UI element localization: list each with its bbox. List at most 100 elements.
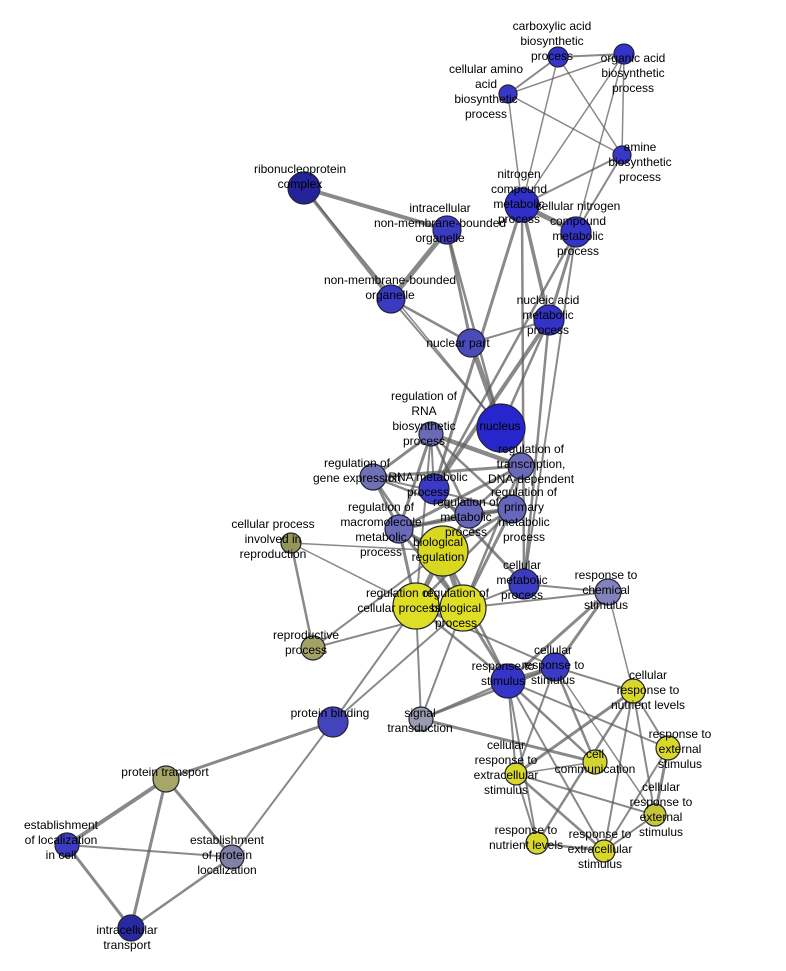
graph-edge-amino--amine xyxy=(507,93,623,156)
graph-node-amine[interactable]: amine biosynthetic process xyxy=(612,145,632,165)
graph-edge-nucleic--rna_met xyxy=(432,318,551,491)
graph-edge-cell_comm--cell_resp_extracell xyxy=(515,761,596,775)
graph-node-resp_extracell[interactable]: response to extracellular stimulus xyxy=(592,839,616,863)
graph-node-ribo[interactable]: ribonucleoprotein complex xyxy=(287,171,321,205)
graph-edge-est_loc--intra_transport xyxy=(65,843,133,930)
graph-edge-resp_ext--resp_extracell xyxy=(603,747,669,852)
graph-edge-reg_rna--reg_trans xyxy=(428,431,524,469)
graph-node-carbox[interactable]: carboxylic acid biosynthetic process xyxy=(547,46,569,68)
graph-edge-signal--cell_resp xyxy=(419,665,557,721)
graph-edge-chem--cell_resp_nutrient xyxy=(607,591,634,692)
graph-node-nitrogen[interactable]: nitrogen compound metabolic process xyxy=(504,187,540,223)
graph-edge-cell_resp--chem xyxy=(553,590,610,669)
node-label-amino: process xyxy=(465,107,507,121)
graph-edge-reg_met--reg_rna xyxy=(429,432,471,516)
graph-edge-est_loc--est_prot xyxy=(66,844,233,858)
graph-node-reg_trans[interactable]: regulation of transcription, DNA-depende… xyxy=(507,452,535,480)
graph-node-cell_resp[interactable]: cellular response to stimulus xyxy=(540,652,570,682)
node-label-amine: process xyxy=(619,170,661,184)
graph-edge-amino--nitrogen xyxy=(507,93,523,206)
node-label-intra_nmb: intracellular xyxy=(409,201,470,215)
graph-node-est_prot[interactable]: establishment of protein localization xyxy=(219,844,245,870)
graph-node-reg_rna[interactable]: regulation of RNA biosynthetic process xyxy=(418,421,444,447)
graph-node-resp_ext[interactable]: response to external stimulus xyxy=(655,735,681,761)
graph-node-reg_cell[interactable]: regulation of cellular process xyxy=(392,582,440,630)
graph-edge-cell_resp--cell_resp_ext xyxy=(554,666,656,816)
graph-edge-cell_resp_nutrient--cell_resp_extracell xyxy=(514,689,635,776)
graph-node-nmb[interactable]: non-membrane-bounded organelle xyxy=(376,284,406,314)
edges-layer xyxy=(65,53,670,930)
graph-node-cell_comm[interactable]: cell communication xyxy=(582,749,608,775)
graph-node-nucleus[interactable]: nucleus xyxy=(476,403,526,453)
graph-node-reg_macro[interactable]: regulation of macromolecule metabolic pr… xyxy=(384,514,414,544)
graph-node-resp_nutrient[interactable]: response to nutrient levels xyxy=(525,831,549,855)
graph-edge-reg_rna--reg_primary xyxy=(429,432,514,511)
graph-edge-reg_rna--reg_cell xyxy=(415,433,432,607)
graph-edge-cell_nitrogen--rna_met xyxy=(432,230,578,491)
graph-node-reg_gene[interactable]: regulation of gene expression xyxy=(359,463,387,491)
node-label-carbox: carboxylic acid xyxy=(513,19,592,33)
graph-edge-resp_stim--chem xyxy=(506,590,610,683)
graph-edge-reg_rna--reg_macro xyxy=(397,432,433,531)
graph-node-reg_bio[interactable]: regulation of biological process xyxy=(439,584,487,632)
graph-edge-prot_bind--reg_cell xyxy=(332,605,417,723)
graph-node-intra_nmb[interactable]: intracellular non-membrane-bounded organ… xyxy=(432,215,462,245)
graph-node-cell_resp_extracell[interactable]: cellular response to extracellular stimu… xyxy=(504,762,528,786)
graph-node-prot_transport[interactable]: protein transport xyxy=(152,765,180,793)
graph-edge-nmb--nuclear_part xyxy=(389,297,473,345)
graph-edge-cell_resp_extracell--resp_nutrient xyxy=(515,773,538,844)
graph-edge-cell_nitrogen--cell_met xyxy=(523,231,577,585)
node-label-organic: process xyxy=(612,81,654,95)
graph-node-chem[interactable]: response to chemical stimulus xyxy=(594,578,622,606)
graph-edge-prot_transport--est_prot xyxy=(164,777,234,859)
graph-edge-chem--reg_bio xyxy=(462,591,609,609)
graph-node-est_loc[interactable]: establishment of localization in cell xyxy=(54,832,80,858)
graph-node-cell_met[interactable]: cellular metabolic process xyxy=(508,568,540,600)
graph-edge-cell_resp_extracell--cell_resp_ext xyxy=(515,773,656,816)
graph-node-amino[interactable]: cellular amino acid biosynthetic process xyxy=(498,84,518,104)
graph-node-resp_stim[interactable]: response to stimulus xyxy=(490,663,526,699)
graph-node-prot_bind[interactable]: protein binding xyxy=(317,706,349,738)
graph-node-bio_reg[interactable]: biological regulation xyxy=(417,525,469,577)
graph-edge-carbox--nitrogen xyxy=(521,56,559,206)
graph-node-reg_primary[interactable]: regulation of primary metabolic process xyxy=(497,494,527,524)
graph-edge-organic--amino xyxy=(507,53,625,95)
graph-node-cell_resp_nutrient[interactable]: cellular response to nutrient levels xyxy=(620,678,646,704)
graph-edge-cell_resp--reg_cell xyxy=(415,605,556,668)
graph-node-organic[interactable]: organic acid biosynthetic process xyxy=(613,43,635,65)
graph-edge-ribo--nucleus xyxy=(303,187,502,429)
graph-edge-carbox--organic xyxy=(557,53,625,58)
graph-edge-amine--nitrogen xyxy=(521,154,623,206)
node-label-carbox: biosynthetic xyxy=(520,34,583,48)
graph-edge-reg_trans--reg_bio xyxy=(461,464,523,610)
graph-node-cell_resp_ext[interactable]: cellular response to external stimulus xyxy=(643,803,667,827)
graph-edge-resp_stim--resp_extracell xyxy=(507,680,605,852)
graph-edge-repro--reg_bio xyxy=(312,607,464,649)
graph-edge-ribo--intra_nmb xyxy=(302,186,449,232)
graph-edge-rna_met--cell_met xyxy=(432,487,526,586)
graph-node-repro[interactable]: reproductive process xyxy=(300,635,326,661)
graph-node-signal[interactable]: signal transduction xyxy=(408,706,434,732)
node-label-amino: cellular amino xyxy=(449,62,523,76)
graph-node-cell_nitrogen[interactable]: cellular nitrogen compound metabolic pro… xyxy=(560,216,592,248)
graph-edge-cpir--repro xyxy=(289,541,315,650)
graph-edge-est_prot--intra_transport xyxy=(129,855,234,930)
graph-node-cpir[interactable]: cellular process involved in reproductio… xyxy=(280,532,302,554)
node-label-cpir: cellular process xyxy=(231,517,314,531)
graph-edge-repro--bio_reg xyxy=(312,550,444,649)
graph-node-nucleic[interactable]: nucleic acid metabolic process xyxy=(533,304,565,336)
graph-node-rna_met[interactable]: RNA metabolic process xyxy=(418,473,450,505)
graph-node-reg_met[interactable]: regulation of metabolic process xyxy=(454,499,484,529)
node-label-reg_rna: regulation of xyxy=(391,389,458,403)
graph-edge-resp_stim--cell_comm xyxy=(506,679,597,764)
node-label-cell_resp_ext: stimulus xyxy=(639,825,683,839)
graph-edge-cell_resp_extracell--resp_extracell xyxy=(514,772,606,853)
graph-edge-nitrogen--cell_met xyxy=(520,203,526,586)
graph-node-intra_transport[interactable]: intracellular transport xyxy=(117,914,145,942)
node-label-reg_rna: RNA xyxy=(411,404,436,418)
graph-edge-reg_gene--reg_bio xyxy=(371,475,465,610)
graph-edge-organic--amine xyxy=(621,53,625,156)
graph-node-nuclear_part[interactable]: nuclear part xyxy=(456,328,486,358)
node-label-est_prot: establishment xyxy=(190,833,265,847)
